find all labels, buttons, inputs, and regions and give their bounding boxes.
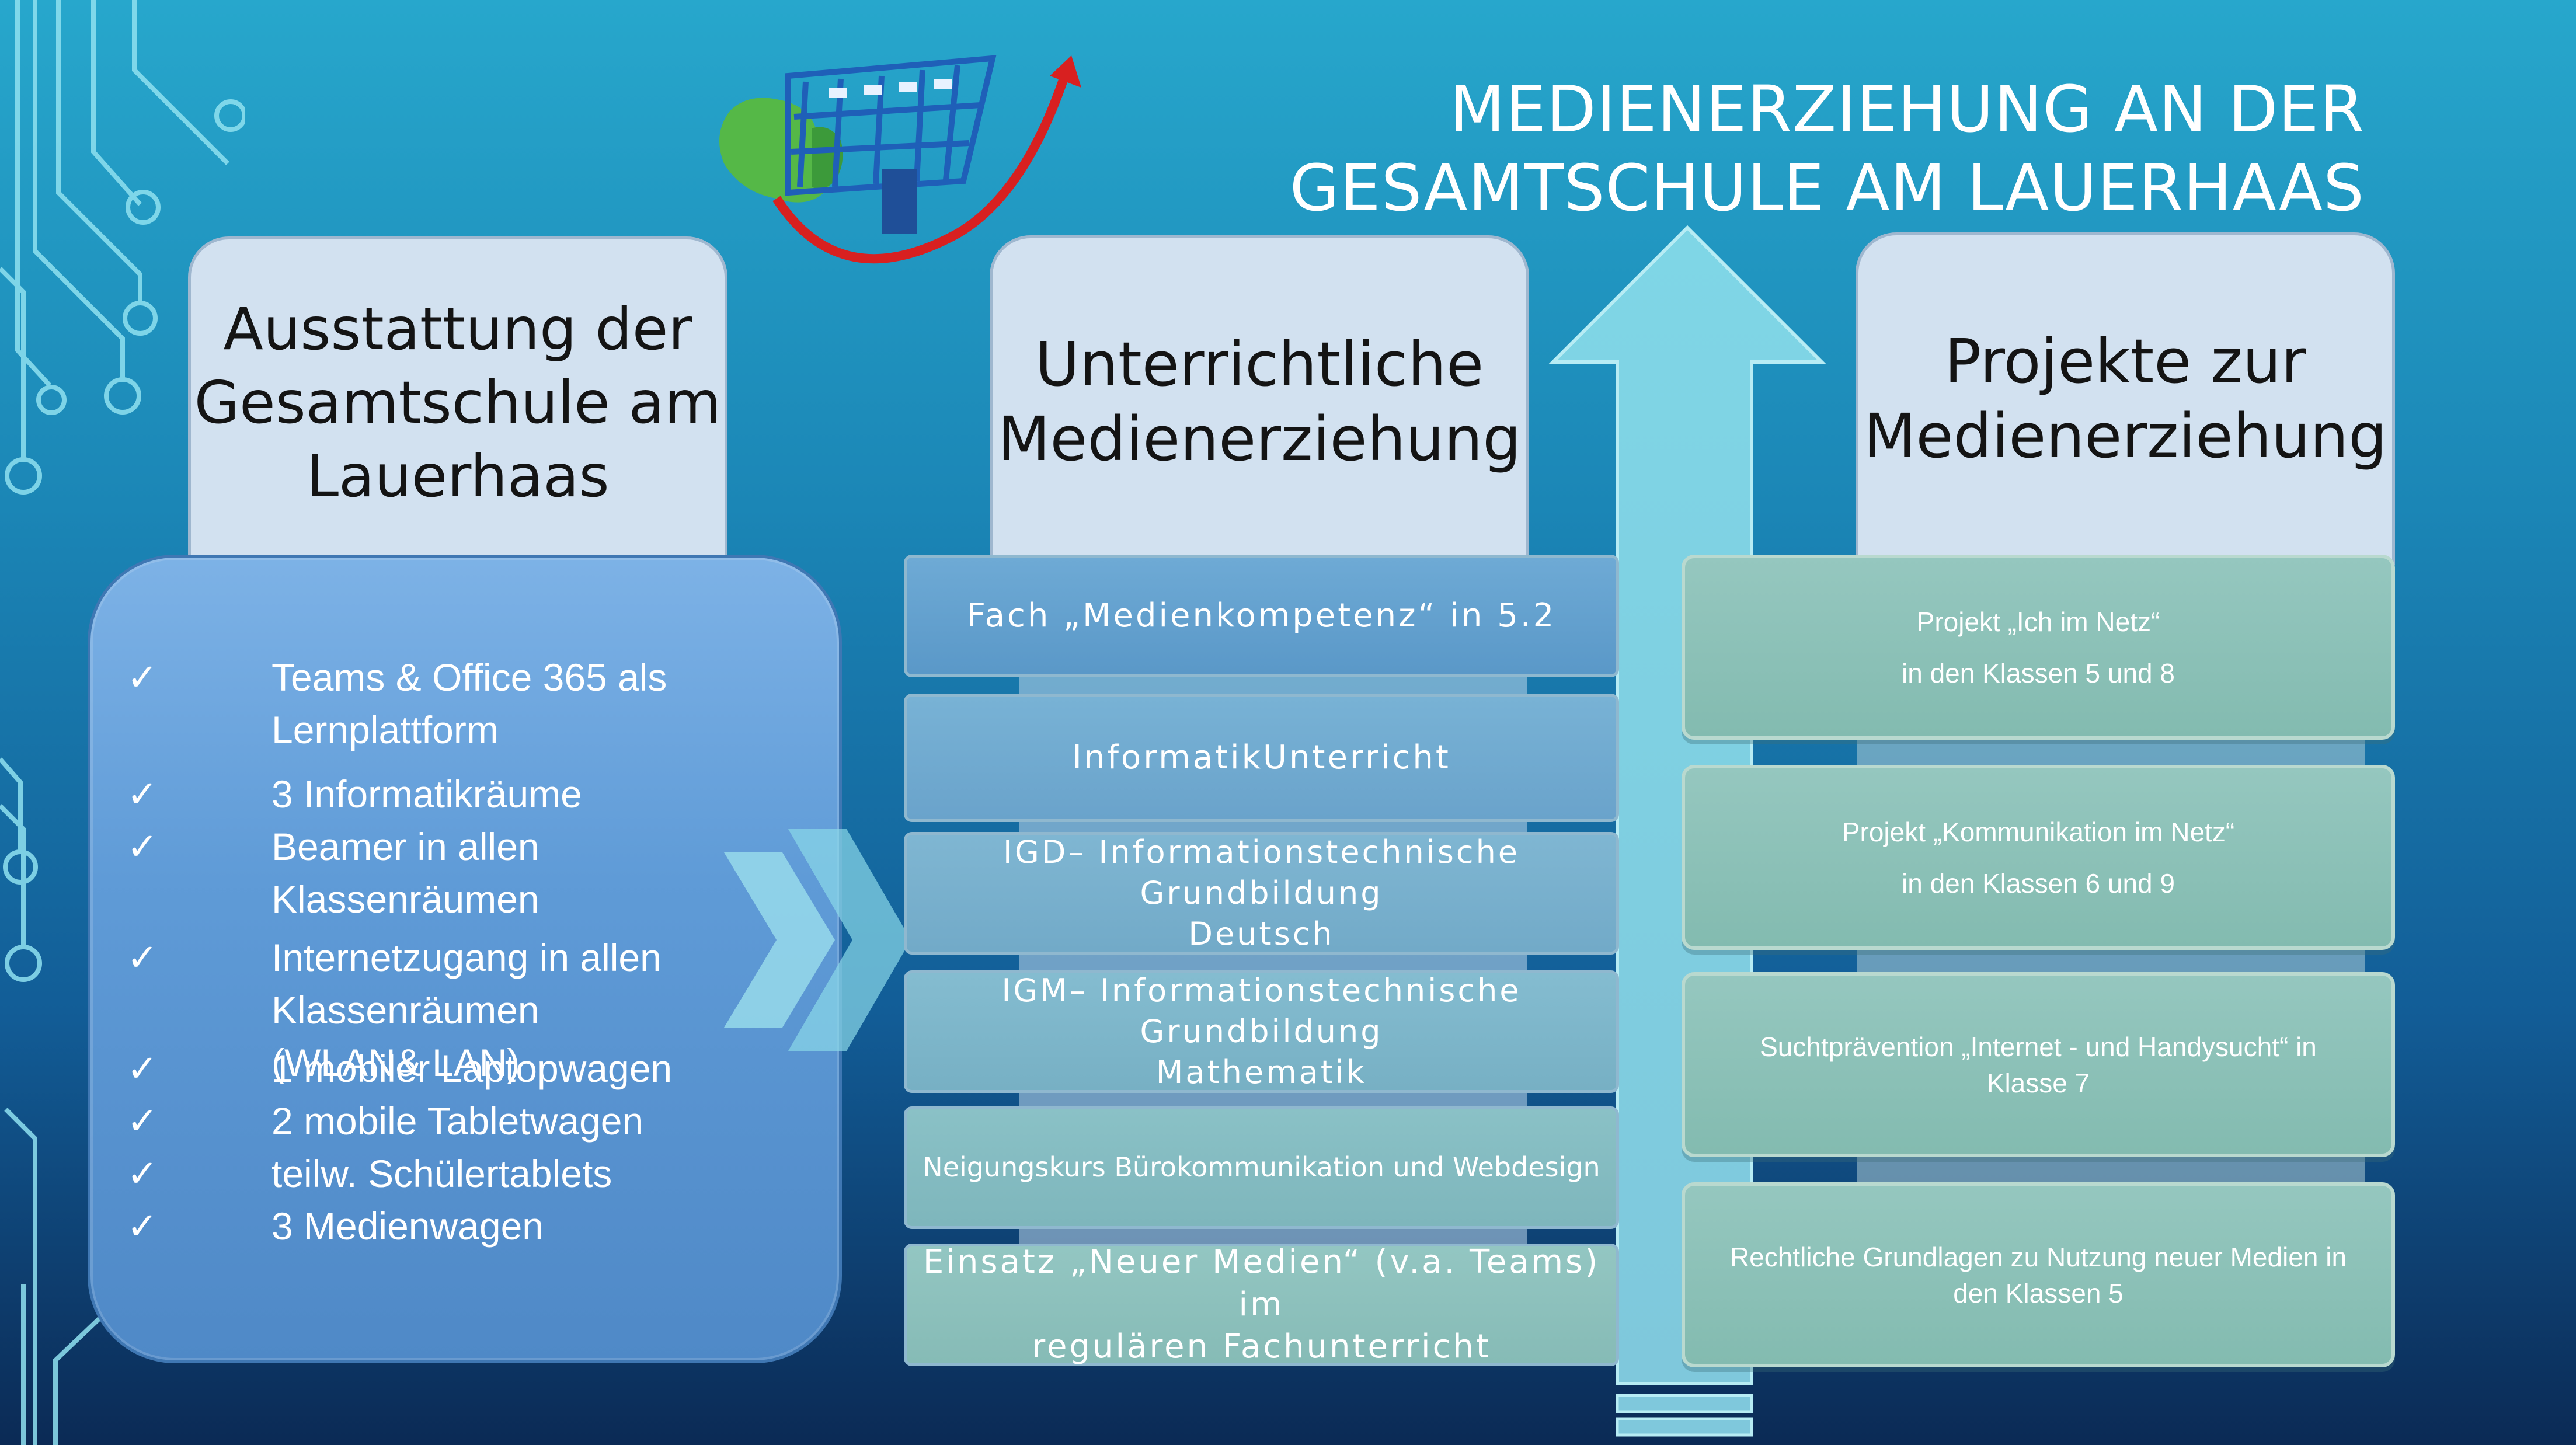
equipment-item-text: 1 mobiler Laptopwagen <box>271 1047 673 1090</box>
lesson-box: Einsatz „Neuer Medien“ (v.a. Teams) im r… <box>904 1242 1619 1366</box>
heading-equipment: Ausstattung der Gesamtschule am Lauerhaa… <box>188 236 727 569</box>
lesson-box: IGM– Informationstechnische Grundbildung… <box>904 970 1619 1093</box>
project-box: Suchtprävention „Internet - und Handysuc… <box>1682 972 2395 1157</box>
project-box-text: Suchtprävention „Internet - und Handysuc… <box>1760 1031 2317 1098</box>
lesson-box-text: Neigungskurs Bürokommunikation und Webde… <box>923 1151 1600 1183</box>
project-box: Projekt „Ich im Netz“ in den Klassen 5 u… <box>1682 555 2395 740</box>
heading-lessons: Unterrichtliche Medienerziehung <box>990 235 1529 568</box>
lesson-box: IGD– Informationstechnische Grundbildung… <box>904 832 1619 955</box>
checkmark-icon: ✓ <box>127 656 158 698</box>
equipment-item-text: Teams & Office 365 als Lernplattform <box>271 656 667 751</box>
title-line-1: MEDIENERZIEHUNG AN DER <box>1449 72 2365 147</box>
circuit-decoration <box>0 0 245 1445</box>
lesson-box: InformatikUnterricht <box>904 694 1619 822</box>
project-box-text: Rechtliche Grundlagen zu Nutzung neuer M… <box>1729 1241 2347 1308</box>
project-box-text: Projekt „Kommunikation im Netz“ in den K… <box>1842 816 2235 899</box>
checkmark-icon: ✓ <box>127 1205 158 1247</box>
checkmark-icon: ✓ <box>127 826 158 868</box>
equipment-item-text: Internetzugang in allen Klassenräumen (W… <box>271 936 662 1084</box>
project-box: Rechtliche Grundlagen zu Nutzung neuer M… <box>1682 1182 2395 1367</box>
lesson-box-text: IGD– Informationstechnische Grundbildung… <box>1002 833 1520 953</box>
project-box-text: Projekt „Ich im Netz“ in den Klassen 5 u… <box>1901 606 2175 688</box>
school-logo <box>719 55 1081 264</box>
equipment-item-text: 3 Informatikräume <box>271 772 582 816</box>
checkmark-icon: ✓ <box>127 1100 158 1142</box>
lesson-box-text: Einsatz „Neuer Medien“ (v.a. Teams) im r… <box>923 1242 1600 1366</box>
checkmark-icon: ✓ <box>127 1047 158 1089</box>
lesson-box-text: Fach „Medienkompetenz“ in 5.2 <box>966 596 1557 635</box>
slide-title: MEDIENERZIEHUNG AN DER GESAMTSCHULE AM L… <box>1197 70 2365 228</box>
equipment-item-text: 3 Medienwagen <box>271 1204 544 1248</box>
lesson-box-text: InformatikUnterricht <box>1072 738 1451 777</box>
lesson-box: Fach „Medienkompetenz“ in 5.2 <box>904 555 1619 677</box>
equipment-item-text: Beamer in allen Klassenräumen <box>271 825 539 921</box>
equipment-item-text: 2 mobile Tabletwagen <box>271 1099 644 1143</box>
chevron-arrow-icon <box>724 829 911 1051</box>
project-box: Projekt „Kommunikation im Netz“ in den K… <box>1682 765 2395 950</box>
title-line-2: GESAMTSCHULE AM LAUERHAAS <box>1289 151 2365 225</box>
checkmark-icon: ✓ <box>127 1152 158 1195</box>
equipment-item-text: teilw. Schülertablets <box>271 1152 612 1195</box>
lesson-box: Neigungskurs Bürokommunikation und Webde… <box>904 1106 1619 1229</box>
checkmark-icon: ✓ <box>127 936 158 979</box>
checkmark-icon: ✓ <box>127 773 158 815</box>
heading-projects: Projekte zur Medienerziehung <box>1856 232 2395 565</box>
equipment-card: ✓ Teams & Office 365 als Lernplattform ✓ 3 … <box>88 555 842 1363</box>
lesson-box-text: IGM– Informationstechnische Grundbildung… <box>1001 972 1522 1091</box>
